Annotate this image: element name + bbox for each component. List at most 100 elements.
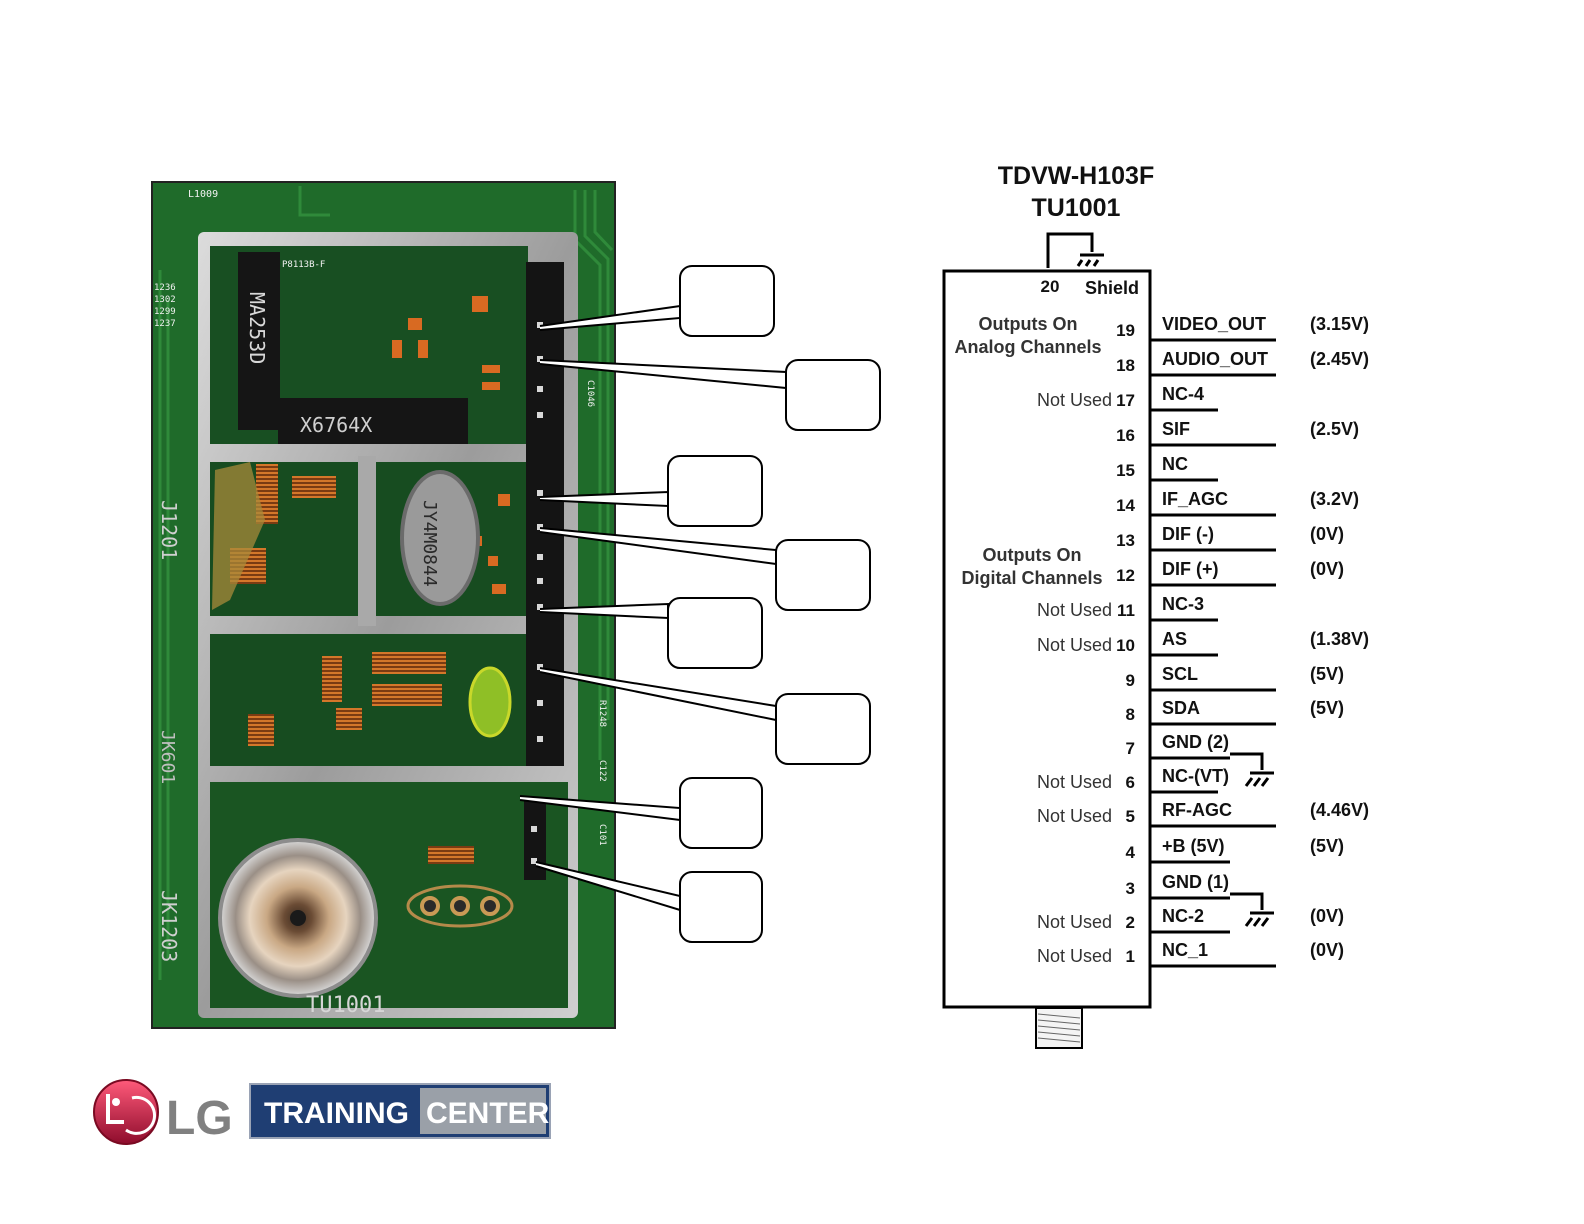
pin-number-3: 3 [1126, 879, 1135, 898]
pin-number-18: 18 [1116, 356, 1135, 375]
pin-voltage-4: (5V) [1310, 836, 1344, 856]
pin-number-17: 17 [1116, 391, 1135, 410]
silk-1237: 1237 [154, 319, 176, 329]
pin-name-8: SDA [1162, 698, 1200, 718]
schematic-title: TDVW-H103F [998, 162, 1154, 190]
center-text: CENTER [426, 1097, 550, 1130]
pin-name-2: NC-2 [1162, 906, 1204, 926]
ferrite-core [468, 666, 512, 738]
lg-face-eye [112, 1098, 120, 1106]
callout-1[interactable] [539, 265, 775, 337]
silkscreen-labels: L1009 1236 1302 1299 1237 C1046 J1201 JK… [154, 189, 607, 1018]
pin-name-16: SIF [1162, 419, 1190, 439]
schematic-subtitle: TU1001 [1032, 194, 1121, 222]
pin-name-1: NC_1 [1162, 940, 1208, 960]
lg-face-icon [93, 1079, 159, 1145]
gnd2-ground-icon [1230, 752, 1274, 787]
pcb-traces [158, 186, 614, 980]
shield-divider [358, 456, 376, 626]
gnd1-ground-icon [1230, 892, 1274, 927]
pin-note-1: Not Used [1037, 946, 1112, 966]
pin-voltage-1: (0V) [1310, 940, 1344, 960]
pin-voltage-12: (0V) [1310, 559, 1344, 579]
analog-group-line2: Analog Channels [954, 337, 1101, 357]
pin-header [526, 262, 564, 766]
terminals [406, 884, 514, 928]
chip-marking-4: JY4M0844 [419, 500, 440, 587]
rf-connector-threads [1037, 1013, 1081, 1043]
tuner-schematic: TDVW-H103F TU1001 20 Shield Outputs On A… [942, 162, 1369, 1049]
pin-voltage-2: (0V) [1310, 906, 1344, 926]
pin-number-9: 9 [1126, 671, 1135, 690]
pin-number-1: 1 [1126, 947, 1135, 966]
lg-training-logo: LG TRAINING CENTER [93, 1079, 551, 1145]
pin-number-15: 15 [1116, 461, 1135, 480]
pin-name-3: GND (1) [1162, 872, 1229, 892]
pin-note-2: Not Used [1037, 912, 1112, 932]
pin-number-19: 19 [1116, 321, 1135, 340]
pin-number-16: 16 [1116, 426, 1135, 445]
chip-marking-2: MA253D [245, 292, 269, 364]
pin-note-6: Not Used [1037, 772, 1112, 792]
tuner-pcb-photo: L1009 1236 1302 1299 1237 C1046 J1201 JK… [151, 181, 616, 1029]
training-text: TRAINING [264, 1097, 409, 1130]
glue-patch [212, 462, 265, 610]
chip-marking-3: X6764X [300, 413, 372, 437]
pin-note-10: Not Used [1037, 635, 1112, 655]
pin-number-13: 13 [1116, 531, 1135, 550]
pin-voltage-18: (2.45V) [1310, 349, 1369, 369]
pin-voltage-5: (4.46V) [1310, 800, 1369, 820]
pin-name-14: IF_AGC [1162, 489, 1228, 509]
pin-name-5: RF-AGC [1162, 800, 1232, 820]
silk-j1201: J1201 [157, 500, 181, 560]
pin-number-12: 12 [1116, 566, 1135, 585]
pin-voltage-19: (3.15V) [1310, 314, 1369, 334]
silk-l1009: L1009 [188, 189, 218, 200]
callout-4[interactable] [539, 527, 871, 611]
lg-brand-text: LG [166, 1092, 233, 1145]
shield-pin-number: 20 [1041, 277, 1060, 296]
silk-r1248: R1248 [597, 700, 607, 727]
pin-name-11: NC-3 [1162, 594, 1204, 614]
silk-jk1203: JK1203 [157, 890, 181, 962]
shield-ground-icon [1046, 232, 1104, 268]
callout-7[interactable] [519, 777, 763, 849]
pin-number-11: 11 [1117, 601, 1135, 620]
pin-name-13: DIF (-) [1162, 524, 1214, 544]
callout-6[interactable] [539, 667, 871, 765]
pin-voltage-13: (0V) [1310, 524, 1344, 544]
pin-number-6: 6 [1126, 773, 1135, 792]
pin-number-2: 2 [1126, 913, 1135, 932]
header-pins [531, 322, 543, 864]
ic-vertical [238, 252, 280, 430]
callout-8[interactable] [535, 861, 763, 943]
silk-1236: 1236 [154, 283, 176, 293]
shield-label: Shield [1085, 278, 1139, 298]
pin-name-6: NC-(VT) [1162, 766, 1229, 786]
pin-name-7: GND (2) [1162, 732, 1229, 752]
digital-group-line2: Digital Channels [961, 568, 1102, 588]
pin-name-15: NC [1162, 454, 1188, 474]
pin-header-lower [524, 800, 546, 880]
pin-voltage-16: (2.5V) [1310, 419, 1359, 439]
callouts [519, 265, 881, 943]
pin-number-14: 14 [1116, 496, 1135, 515]
pin-voltage-9: (5V) [1310, 664, 1344, 684]
pin-voltage-8: (5V) [1310, 698, 1344, 718]
lg-face-l [106, 1094, 124, 1124]
pin-name-19: VIDEO_OUT [1162, 314, 1266, 334]
pin-number-4: 4 [1126, 843, 1136, 862]
pin-number-5: 5 [1126, 807, 1135, 826]
pin-name-12: DIF (+) [1162, 559, 1219, 579]
pin-voltage-10: (1.38V) [1310, 629, 1369, 649]
pin-voltage-14: (3.2V) [1310, 489, 1359, 509]
digital-group-line1: Outputs On [983, 545, 1082, 565]
callout-3[interactable] [539, 455, 763, 527]
silk-tu1001: TU1001 [306, 993, 385, 1018]
pin-name-4: +B (5V) [1162, 836, 1225, 856]
callout-5[interactable] [539, 597, 763, 669]
lg-face-arc [125, 1095, 156, 1135]
callout-2[interactable] [539, 359, 881, 431]
silk-1299: 1299 [154, 307, 176, 317]
